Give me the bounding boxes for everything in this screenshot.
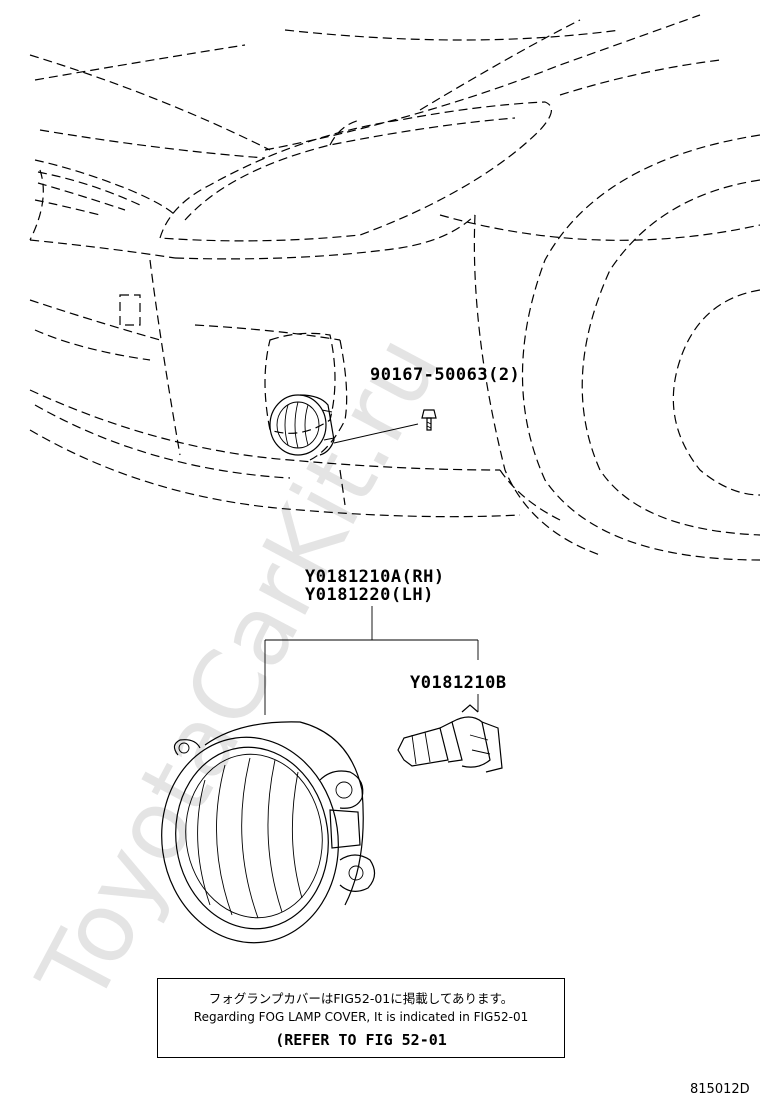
fog-lamp-assembly: [161, 721, 376, 944]
watermark-text: ToyotaCarKit.ru: [16, 318, 461, 1022]
bulb-part-number: Y0181210B: [410, 673, 507, 693]
note-english-text: Regarding FOG LAMP COVER, It is indicate…: [193, 1010, 529, 1024]
bolt-part: [421, 409, 437, 431]
assembly-bracket-lines: [264, 606, 479, 715]
note-figure-reference: (REFER TO FIG 52-01: [275, 1031, 447, 1049]
fog-lamp-bulb: [397, 704, 503, 773]
fog-lamp-lh-part-number: Y0181220(LH): [305, 585, 434, 605]
fog-lamp-cover-note: フォグランプカバーはFIG52-01に掲載してあります。 Regarding F…: [157, 978, 565, 1058]
note-japanese-text: フォグランプカバーはFIG52-01に掲載してあります。: [208, 991, 514, 1006]
figure-code: 815012D: [690, 1082, 750, 1097]
fog-lamp-rh-part-number: Y0181210A(RH): [305, 567, 445, 587]
installed-fog-lamp: [269, 394, 335, 456]
bolt-leader-line: [333, 423, 419, 444]
bolt-part-number: 90167-50063(2): [370, 365, 520, 385]
car-body-outline: [29, 14, 760, 561]
